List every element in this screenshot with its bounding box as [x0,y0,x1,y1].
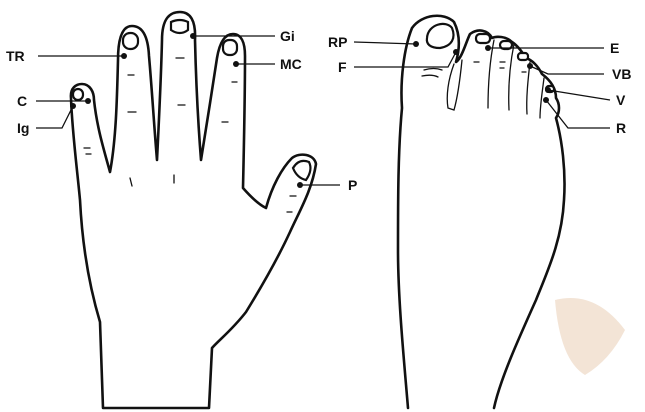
V-point [545,87,551,93]
P-label: P [348,177,357,193]
P-point [297,182,303,188]
RP-label: RP [328,34,347,50]
TR-label: TR [6,48,25,64]
watermark-mark [555,298,625,375]
V-label: V [616,92,626,108]
R-point [543,97,549,103]
E-point [485,45,491,51]
big-toenail [427,24,454,48]
Gi-label: Gi [280,28,295,44]
E-label: E [610,40,619,56]
Gi-point [190,33,196,39]
middle-fingernail [123,33,138,49]
little-fingernail [73,89,83,100]
index-fingernail [171,20,188,33]
F-point [453,49,459,55]
TR-point [121,53,127,59]
VB-point [527,63,533,69]
F-label: F [338,59,347,75]
C-label: C [17,93,27,109]
C-point [85,98,91,104]
foot-outline [398,16,565,408]
hand-illustration: TR C Ig Gi MC P [6,12,357,408]
Ig-leader [36,106,73,128]
fourth-toenail [518,53,528,60]
Ig-label: Ig [17,120,29,136]
RP-point [413,41,419,47]
ring-fingernail [223,40,237,55]
Ig-point [70,103,76,109]
MC-label: MC [280,56,302,72]
VB-label: VB [612,66,631,82]
R-label: R [616,120,626,136]
second-toenail [476,34,490,43]
MC-point [233,61,239,67]
